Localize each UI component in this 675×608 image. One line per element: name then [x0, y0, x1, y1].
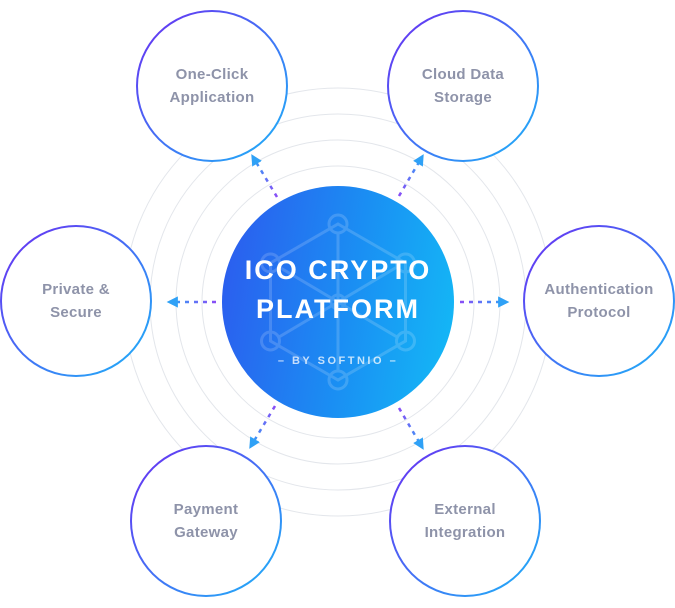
node-label: External Integration — [425, 498, 506, 545]
node-label-line: Secure — [50, 304, 102, 321]
connector-top-left — [251, 154, 279, 198]
node-one-click-application: One-Click Application — [136, 10, 288, 162]
node-label-line: External — [434, 500, 496, 518]
node-private-secure: Private & Secure — [0, 225, 152, 377]
connector-top-right — [397, 154, 424, 197]
center-title-line-2: PLATFORM — [256, 294, 420, 324]
node-payment-gateway: Payment Gateway — [130, 445, 282, 597]
node-label-line: Payment — [173, 500, 239, 518]
node-authentication-protocol: Authentication Protocol — [523, 225, 675, 377]
hexagon-network-icon — [260, 213, 416, 391]
node-label-line: Storage — [434, 89, 492, 106]
node-label-line: Cloud Data — [421, 65, 505, 83]
node-external-integration: External Integration — [389, 445, 541, 597]
center-byline: – BY SOFTNIO – — [277, 355, 399, 368]
node-label-line: Gateway — [174, 524, 238, 541]
node-circle: Private & Secure — [2, 227, 150, 375]
node-circle: External Integration — [391, 447, 539, 595]
node-label: Payment Gateway — [174, 498, 239, 545]
connector-bottom-right — [397, 407, 424, 450]
node-label: One-Click Application — [170, 63, 255, 110]
connector-bottom-left — [249, 405, 277, 449]
center-text: ICO CRYPTO PLATFORM – BY SOFTNIO – — [245, 251, 432, 367]
node-label: Private & Secure — [42, 278, 110, 325]
node-circle: Payment Gateway — [132, 447, 280, 595]
node-label-line: Private & — [42, 280, 110, 298]
node-label-line: Authentication — [544, 280, 654, 298]
center-node: ICO CRYPTO PLATFORM – BY SOFTNIO – — [222, 186, 454, 418]
node-label: Authentication Protocol — [544, 278, 653, 325]
node-circle: Cloud Data Storage — [389, 12, 537, 160]
node-cloud-data-storage: Cloud Data Storage — [387, 10, 539, 162]
node-label-line: Protocol — [567, 304, 631, 321]
node-label: Cloud Data Storage — [422, 63, 504, 110]
connector-arrows — [166, 154, 510, 450]
node-label-line: One-Click — [175, 65, 249, 83]
node-label-line: Application — [169, 89, 255, 106]
center-title-line-1: ICO CRYPTO — [244, 254, 432, 285]
node-circle: Authentication Protocol — [525, 227, 673, 375]
node-circle: One-Click Application — [138, 12, 286, 160]
orbit-ring-1 — [201, 165, 475, 439]
node-label-line: Integration — [424, 524, 506, 541]
